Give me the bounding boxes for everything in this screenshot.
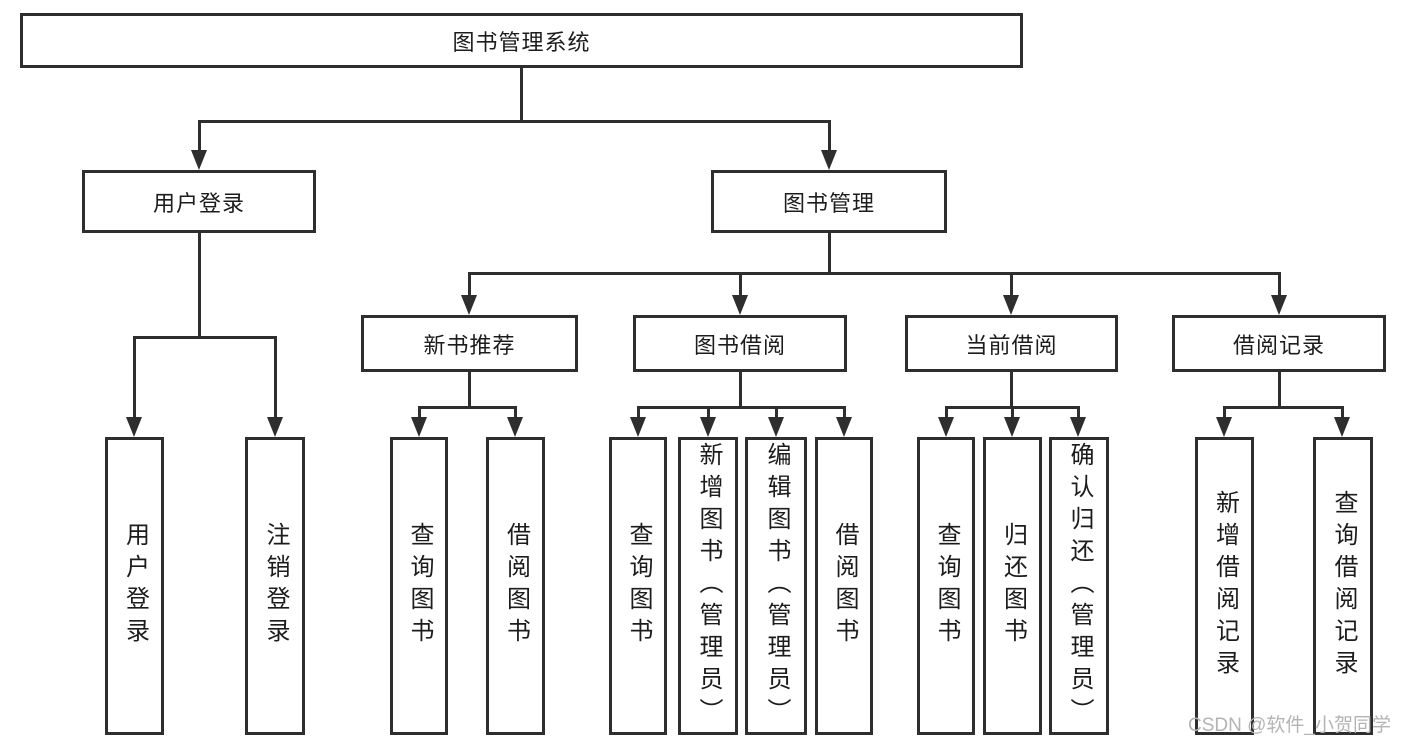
connector-line <box>468 272 471 299</box>
arrow-down-icon <box>732 295 748 315</box>
arrow-down-icon <box>267 417 283 437</box>
node-leaf-add-borrow-record: 新增借阅记录 <box>1195 437 1254 735</box>
node-label: 注销登录 <box>262 522 289 650</box>
connector-line <box>945 406 948 419</box>
connector-line <box>1077 406 1080 419</box>
connector-line <box>637 406 640 419</box>
watermark: CSDN @软件_小贺同学 <box>1188 715 1391 736</box>
connector-line <box>198 120 201 154</box>
node-label: 查询图书 <box>406 522 433 650</box>
connector-line <box>198 233 201 336</box>
connector-line <box>828 233 831 272</box>
node-leaf-logout: 注销登录 <box>245 437 305 735</box>
connector-line <box>637 406 846 409</box>
arrow-down-icon <box>461 295 477 315</box>
arrow-down-icon <box>1004 417 1020 437</box>
node-leaf-confirm-return-admin: 确认归还（管理员） <box>1049 437 1109 735</box>
arrow-down-icon <box>1271 295 1287 315</box>
node-label: 查询图书 <box>933 522 960 650</box>
arrow-down-icon <box>938 417 954 437</box>
connector-line <box>468 372 471 406</box>
connector-line <box>468 272 1281 275</box>
node-new-book-recommend: 新书推荐 <box>361 315 578 372</box>
node-leaf-edit-books-admin: 编辑图书（管理员） <box>745 437 807 735</box>
connector-line <box>520 68 523 120</box>
arrow-down-icon <box>1070 417 1086 437</box>
arrow-down-icon <box>1003 295 1019 315</box>
node-label: 用户登录 <box>121 522 149 650</box>
connector-line <box>1278 272 1281 299</box>
node-label: 查询图书 <box>625 522 652 650</box>
node-leaf-query-books-recommend: 查询图书 <box>390 437 448 735</box>
node-label: 查询借阅记录 <box>1330 490 1357 682</box>
connector-line <box>828 120 831 154</box>
node-label: 编辑图书（管理员） <box>763 442 790 730</box>
connector-line <box>198 120 831 123</box>
node-leaf-query-borrow-record: 查询借阅记录 <box>1313 437 1373 735</box>
node-leaf-borrow-books-recommend: 借阅图书 <box>486 437 545 735</box>
connector-line <box>133 336 136 419</box>
arrow-down-icon <box>411 417 427 437</box>
connector-line <box>1223 406 1343 409</box>
node-leaf-user-login: 用户登录 <box>105 437 164 735</box>
node-label: 用户登录 <box>152 190 245 216</box>
connector-line <box>133 336 276 339</box>
node-leaf-add-books-admin: 新增图书（管理员） <box>678 437 738 735</box>
node-leaf-query-books-borrow: 查询图书 <box>609 437 667 735</box>
node-book-management: 图书管理 <box>711 170 947 233</box>
connector-line <box>1223 406 1226 419</box>
arrow-down-icon <box>1216 417 1232 437</box>
arrow-down-icon <box>126 417 142 437</box>
arrow-down-icon <box>836 417 852 437</box>
node-book-borrow: 图书借阅 <box>633 315 847 372</box>
connector-line <box>843 406 846 419</box>
connector-line <box>1341 406 1344 419</box>
arrow-down-icon <box>507 417 523 437</box>
node-label: 借阅图书 <box>502 522 530 650</box>
connector-line <box>1010 272 1013 299</box>
node-label: 确认归还（管理员） <box>1066 442 1093 730</box>
connector-line <box>1010 372 1013 406</box>
node-leaf-query-books-current: 查询图书 <box>917 437 975 735</box>
node-label: 借阅记录 <box>1232 332 1325 358</box>
connector-line <box>775 406 778 419</box>
node-label: 图书管理系统 <box>452 29 591 55</box>
connector-line <box>707 406 710 419</box>
arrow-down-icon <box>768 417 784 437</box>
node-label: 归还图书 <box>999 522 1027 650</box>
node-root: 图书管理系统 <box>20 13 1023 68</box>
connector-line <box>418 406 517 409</box>
connector-line <box>274 336 277 419</box>
arrow-down-icon <box>1334 417 1350 437</box>
arrow-down-icon <box>191 150 207 170</box>
node-label: 图书管理 <box>782 190 875 216</box>
connector-line <box>514 406 517 419</box>
node-label: 当前借阅 <box>965 332 1058 358</box>
connector-line <box>418 406 421 419</box>
arrow-down-icon <box>700 417 716 437</box>
node-label: 新增借阅记录 <box>1211 490 1239 682</box>
connector-line <box>1011 406 1014 419</box>
arrow-down-icon <box>630 417 646 437</box>
node-label: 新书推荐 <box>423 332 516 358</box>
node-label: 借阅图书 <box>831 522 858 650</box>
arrow-down-icon <box>821 150 837 170</box>
node-current-borrow: 当前借阅 <box>905 315 1118 372</box>
node-borrow-records: 借阅记录 <box>1172 315 1386 372</box>
connector-line <box>739 272 742 299</box>
connector-line <box>1278 372 1281 406</box>
node-user-login: 用户登录 <box>82 170 316 233</box>
node-leaf-return-books: 归还图书 <box>983 437 1042 735</box>
node-leaf-borrow-books: 借阅图书 <box>815 437 873 735</box>
node-label: 新增图书（管理员） <box>695 442 722 730</box>
node-label: 图书借阅 <box>693 332 786 358</box>
connector-line <box>739 372 742 406</box>
